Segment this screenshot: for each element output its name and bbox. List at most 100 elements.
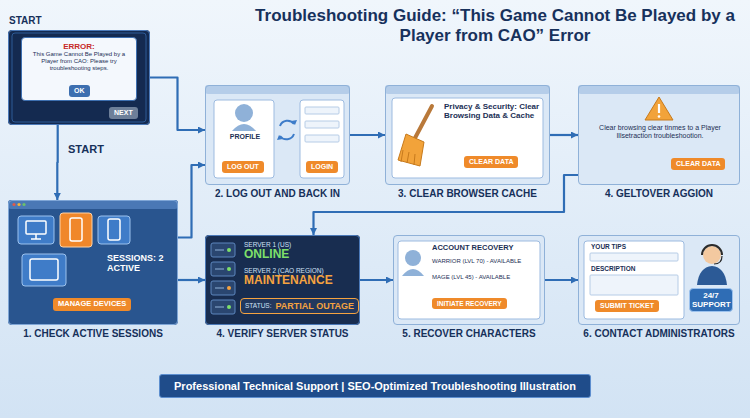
node-text: CLEAR DATA	[469, 158, 513, 166]
submit-ticket-button: SUBMIT TICKET	[595, 300, 659, 312]
login-button: LOGIN	[306, 161, 338, 173]
step-caption: 6. CONTACT ADMINISTRATORS	[583, 328, 734, 340]
step-caption: 4. VERIFY SERVER STATUS	[216, 328, 348, 340]
warning-art-shape	[645, 97, 673, 120]
login-art-shape	[305, 135, 339, 142]
recovery-panel: 5. RECOVER CHARACTERSACCOUNT RECOVERYWAR…	[393, 235, 545, 325]
step-caption: 2. LOG OUT AND BACK IN	[215, 188, 340, 200]
devices-art	[8, 200, 178, 325]
diagram-title: Troubleshooting Guide: “This Game Cannot…	[245, 6, 745, 47]
flow-arrow	[314, 175, 579, 235]
warning-art-shape	[658, 104, 660, 113]
recovery-art-shape	[402, 269, 424, 276]
server-art	[205, 235, 360, 325]
cache-art-shape	[385, 85, 550, 185]
contact-art-shape	[702, 245, 722, 255]
start-screen-art-shape	[8, 30, 150, 125]
cache-panel: 3. CLEAR BROWSER CACHEPrivacy & Security…	[385, 85, 550, 185]
warning-art	[578, 85, 740, 185]
contact-art-shape	[584, 241, 684, 319]
server-art-shape	[205, 235, 360, 325]
node-text: DESCRIPTION	[591, 265, 635, 272]
flow-arrow	[545, 279, 578, 281]
clear-data-button: CLEAR DATA	[671, 158, 725, 170]
node-text: NEXT	[114, 109, 133, 117]
recovery-art-shape	[405, 250, 421, 266]
devices-art-shape	[60, 213, 92, 247]
flow-arrow	[350, 134, 385, 136]
login-art-shape	[205, 85, 350, 185]
caption-banner: Professional Technical Support | SEO-Opt…	[159, 374, 591, 398]
devices-art-shape	[18, 216, 54, 244]
flow-label: START	[68, 143, 104, 155]
devices-art-shape	[108, 219, 120, 240]
contact-art-shape	[578, 235, 740, 325]
login-art-shape	[300, 100, 344, 178]
start-screen-art-shape	[12, 33, 146, 122]
flow-arrow	[360, 279, 393, 281]
server-art-shape	[227, 286, 231, 290]
support-badge: 24/7 SUPPORT	[689, 288, 733, 312]
devices-art-shape	[22, 203, 25, 206]
logout-button: LOG OUT	[222, 161, 264, 173]
devices-art-shape	[17, 203, 20, 206]
node-text: CLEAR DATA	[676, 160, 720, 168]
flow-arrow	[178, 279, 205, 281]
node-text: SERVER 2 (CAO REGION)	[244, 267, 333, 274]
contact-art-shape	[697, 266, 727, 285]
node-text: SUBMIT TICKET	[600, 302, 654, 310]
login-art-shape	[235, 104, 253, 122]
server-status-row: SERVER 1 (US)ONLINE	[244, 241, 291, 262]
node-text: SESSIONS: 2 ACTIVE	[107, 253, 173, 274]
node-text: MAGE (LVL 45) - AVAILABLE	[432, 274, 542, 281]
flow-arrow	[550, 134, 578, 136]
devices-art-shape	[12, 203, 15, 206]
sessions-panel: 1. CHECK ACTIVE SESSIONSSESSIONS: 2 ACTI…	[8, 200, 178, 325]
contact-art-shape	[714, 256, 722, 264]
devices-art-shape	[8, 200, 178, 325]
server-art-shape	[227, 305, 231, 309]
devices-art-shape	[30, 259, 58, 280]
warning-art-shape	[578, 85, 740, 185]
node-text: OK	[74, 87, 85, 95]
node-text: MANAGE DEVICES	[58, 300, 126, 309]
node-text: ONLINE	[244, 248, 291, 262]
warning-panel: 4. GELTOVER AGGIONClear browsing clear t…	[578, 85, 740, 185]
node-text: MAINTENANCE	[244, 274, 333, 288]
node-text: WARRIOR (LVL 70) - AVAILABLE	[432, 258, 542, 265]
node-text: Clear browsing clear tinmes to a Player …	[587, 124, 733, 140]
server-art-shape	[227, 248, 231, 252]
cache-art-shape	[401, 150, 415, 165]
node-text: This Game Cannot Be Played by a Player f…	[27, 51, 131, 72]
login-art	[205, 85, 350, 185]
error-dialog: ERROR:This Game Cannot Be Played by a Pl…	[21, 37, 137, 101]
warning-art-shape	[578, 85, 740, 94]
step-caption: 4. GELTOVER AGGION	[605, 188, 713, 200]
node-text: LOG OUT	[227, 163, 259, 171]
cache-art-shape	[398, 134, 424, 166]
devices-art-shape	[70, 218, 82, 241]
start-screen-art	[8, 30, 150, 125]
cache-art-shape	[415, 106, 432, 138]
login-art-shape	[277, 120, 297, 140]
step-caption: START	[9, 15, 42, 27]
node-text: PARTIAL OUTAGE	[275, 301, 354, 311]
ok-button: OK	[69, 85, 90, 97]
login-art-shape	[305, 121, 339, 128]
node-text: 24/7 SUPPORT	[692, 291, 730, 309]
node-text: LOGIN	[311, 163, 333, 171]
flow-arrow	[56, 125, 59, 200]
cache-art	[385, 85, 550, 185]
devices-art-shape	[98, 216, 130, 244]
cache-art-shape	[385, 85, 550, 94]
outage-status-box: STATUS:PARTIAL OUTAGE	[240, 298, 359, 314]
flow-arrow	[178, 165, 205, 238]
server-status-row: SERVER 2 (CAO REGION)MAINTENANCE	[244, 267, 333, 288]
step-caption: 3. CLEAR BROWSER CACHE	[398, 188, 537, 200]
devices-art-shape	[26, 221, 46, 234]
contact-art	[578, 235, 740, 325]
manage-devices-button: MANAGE DEVICES	[53, 298, 131, 311]
devices-art-shape	[31, 234, 41, 239]
devices-art-shape	[8, 200, 178, 209]
